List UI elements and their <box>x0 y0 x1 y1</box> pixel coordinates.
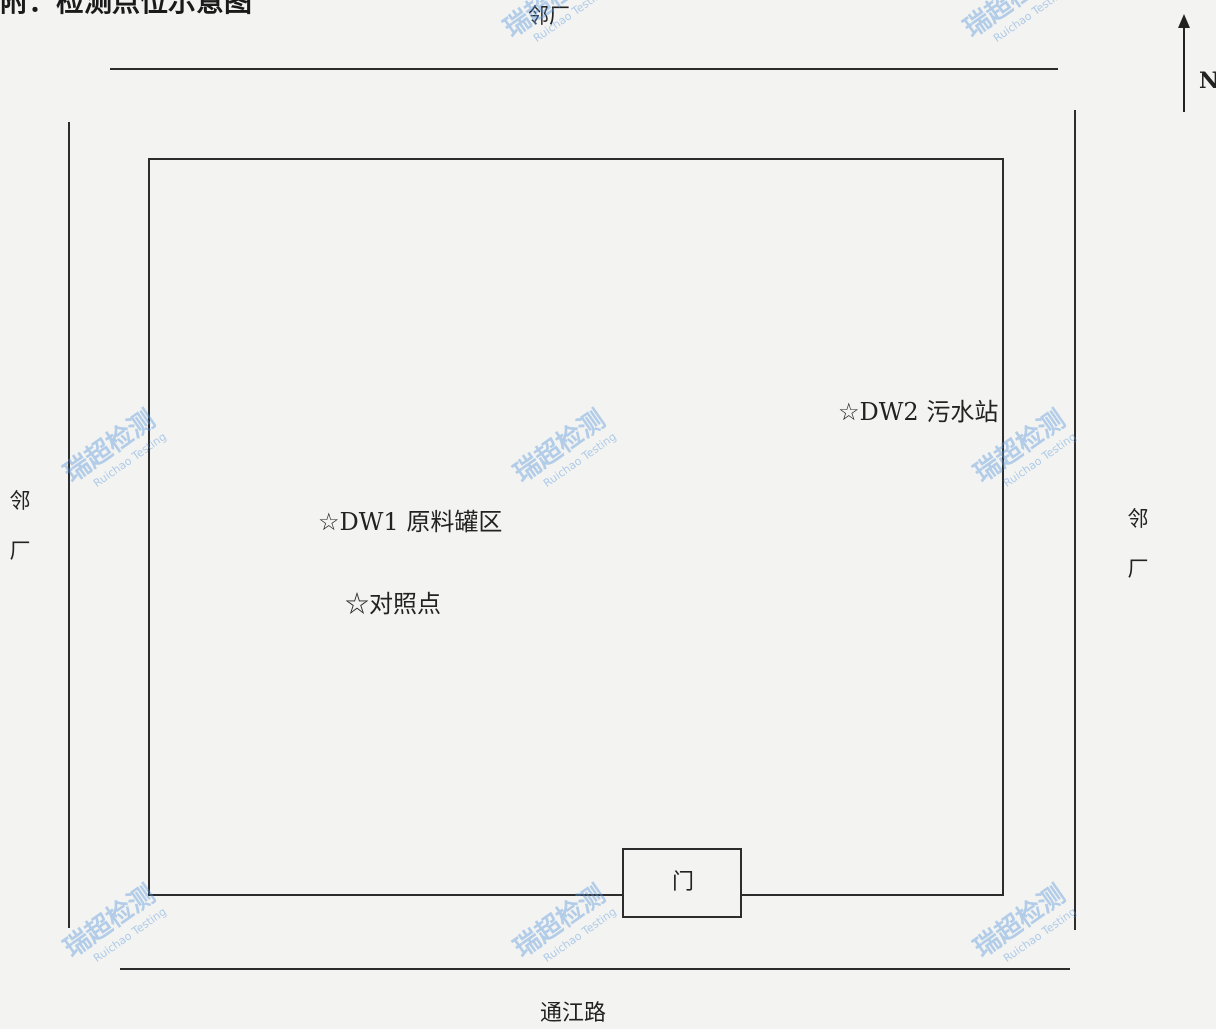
gate-box <box>622 848 742 918</box>
point-dw2-label: ☆DW2 污水站 <box>838 398 999 426</box>
site-boundary <box>148 158 1004 896</box>
point-dw1-label: ☆DW1 原料罐区 <box>318 508 503 536</box>
road-label: 通江路 <box>540 1001 607 1026</box>
gate-label: 门 <box>672 870 695 895</box>
south-road-line <box>120 968 1070 970</box>
neighbor-east-label: 邻厂 <box>1127 507 1149 581</box>
north-boundary-line <box>110 68 1058 70</box>
neighbor-north-label: 邻厂 <box>528 4 570 28</box>
north-label: N <box>1199 68 1216 94</box>
neighbor-west-label: 邻厂 <box>9 489 31 563</box>
map-title: 附：检测点位示意图 <box>0 0 253 18</box>
east-boundary-line <box>1074 110 1076 930</box>
point-control-label: ☆对照点 <box>345 590 441 618</box>
north-arrow-icon <box>1178 14 1190 112</box>
west-boundary-line <box>68 122 70 928</box>
